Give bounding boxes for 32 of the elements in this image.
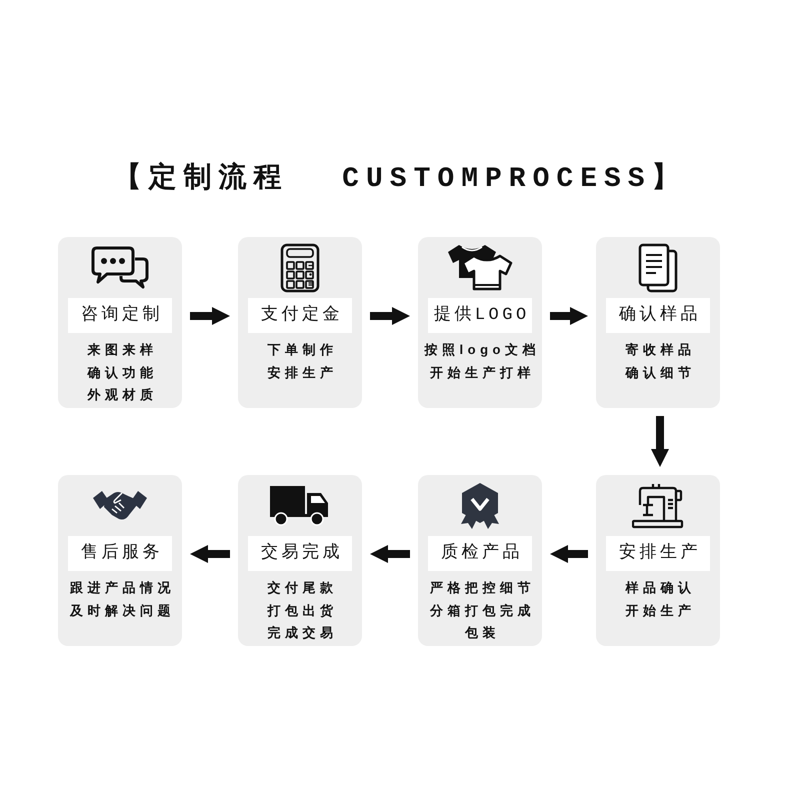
- step-card: [238, 237, 362, 408]
- arrow: [190, 307, 230, 325]
- step-card: [58, 475, 182, 646]
- arrow: [550, 545, 588, 563]
- arrow: [550, 307, 588, 325]
- step-title: 质检产品: [428, 536, 532, 571]
- step-card: [238, 475, 362, 646]
- arrow: [190, 545, 230, 563]
- step-card: [596, 475, 720, 646]
- step-description: 按照logo文档开始生产打样: [423, 341, 540, 382]
- title: 【定制流程 CUSTOMPROCESS】: [113, 160, 687, 200]
- step-description: 寄收样品确认细节: [624, 341, 696, 382]
- step-title: 提供LOGO: [428, 298, 532, 333]
- step-title: 交易完成: [248, 536, 352, 571]
- step-title: 咨询定制: [68, 298, 172, 333]
- step-description: 严格把控细节分箱打包完成包装: [428, 579, 536, 642]
- step-description: 下单制作安排生产: [266, 341, 338, 382]
- step-title: 支付定金: [248, 298, 352, 333]
- arrow: [651, 416, 669, 467]
- step-card: [58, 237, 182, 408]
- step-card: [418, 237, 542, 408]
- step-description: 来图来样确认功能外观材质: [86, 341, 158, 404]
- step-card: [418, 475, 542, 646]
- step-description: 样品确认开始生产: [624, 579, 696, 620]
- step-title: 安排生产: [606, 536, 710, 571]
- arrow: [370, 545, 410, 563]
- arrow: [370, 307, 410, 325]
- step-description: 交付尾款打包出货完成交易: [266, 579, 338, 642]
- step-card: [596, 237, 720, 408]
- step-title: 确认样品: [606, 298, 710, 333]
- step-description: 跟进产品情况及时解决问题: [68, 579, 176, 620]
- step-title: 售后服务: [68, 536, 172, 571]
